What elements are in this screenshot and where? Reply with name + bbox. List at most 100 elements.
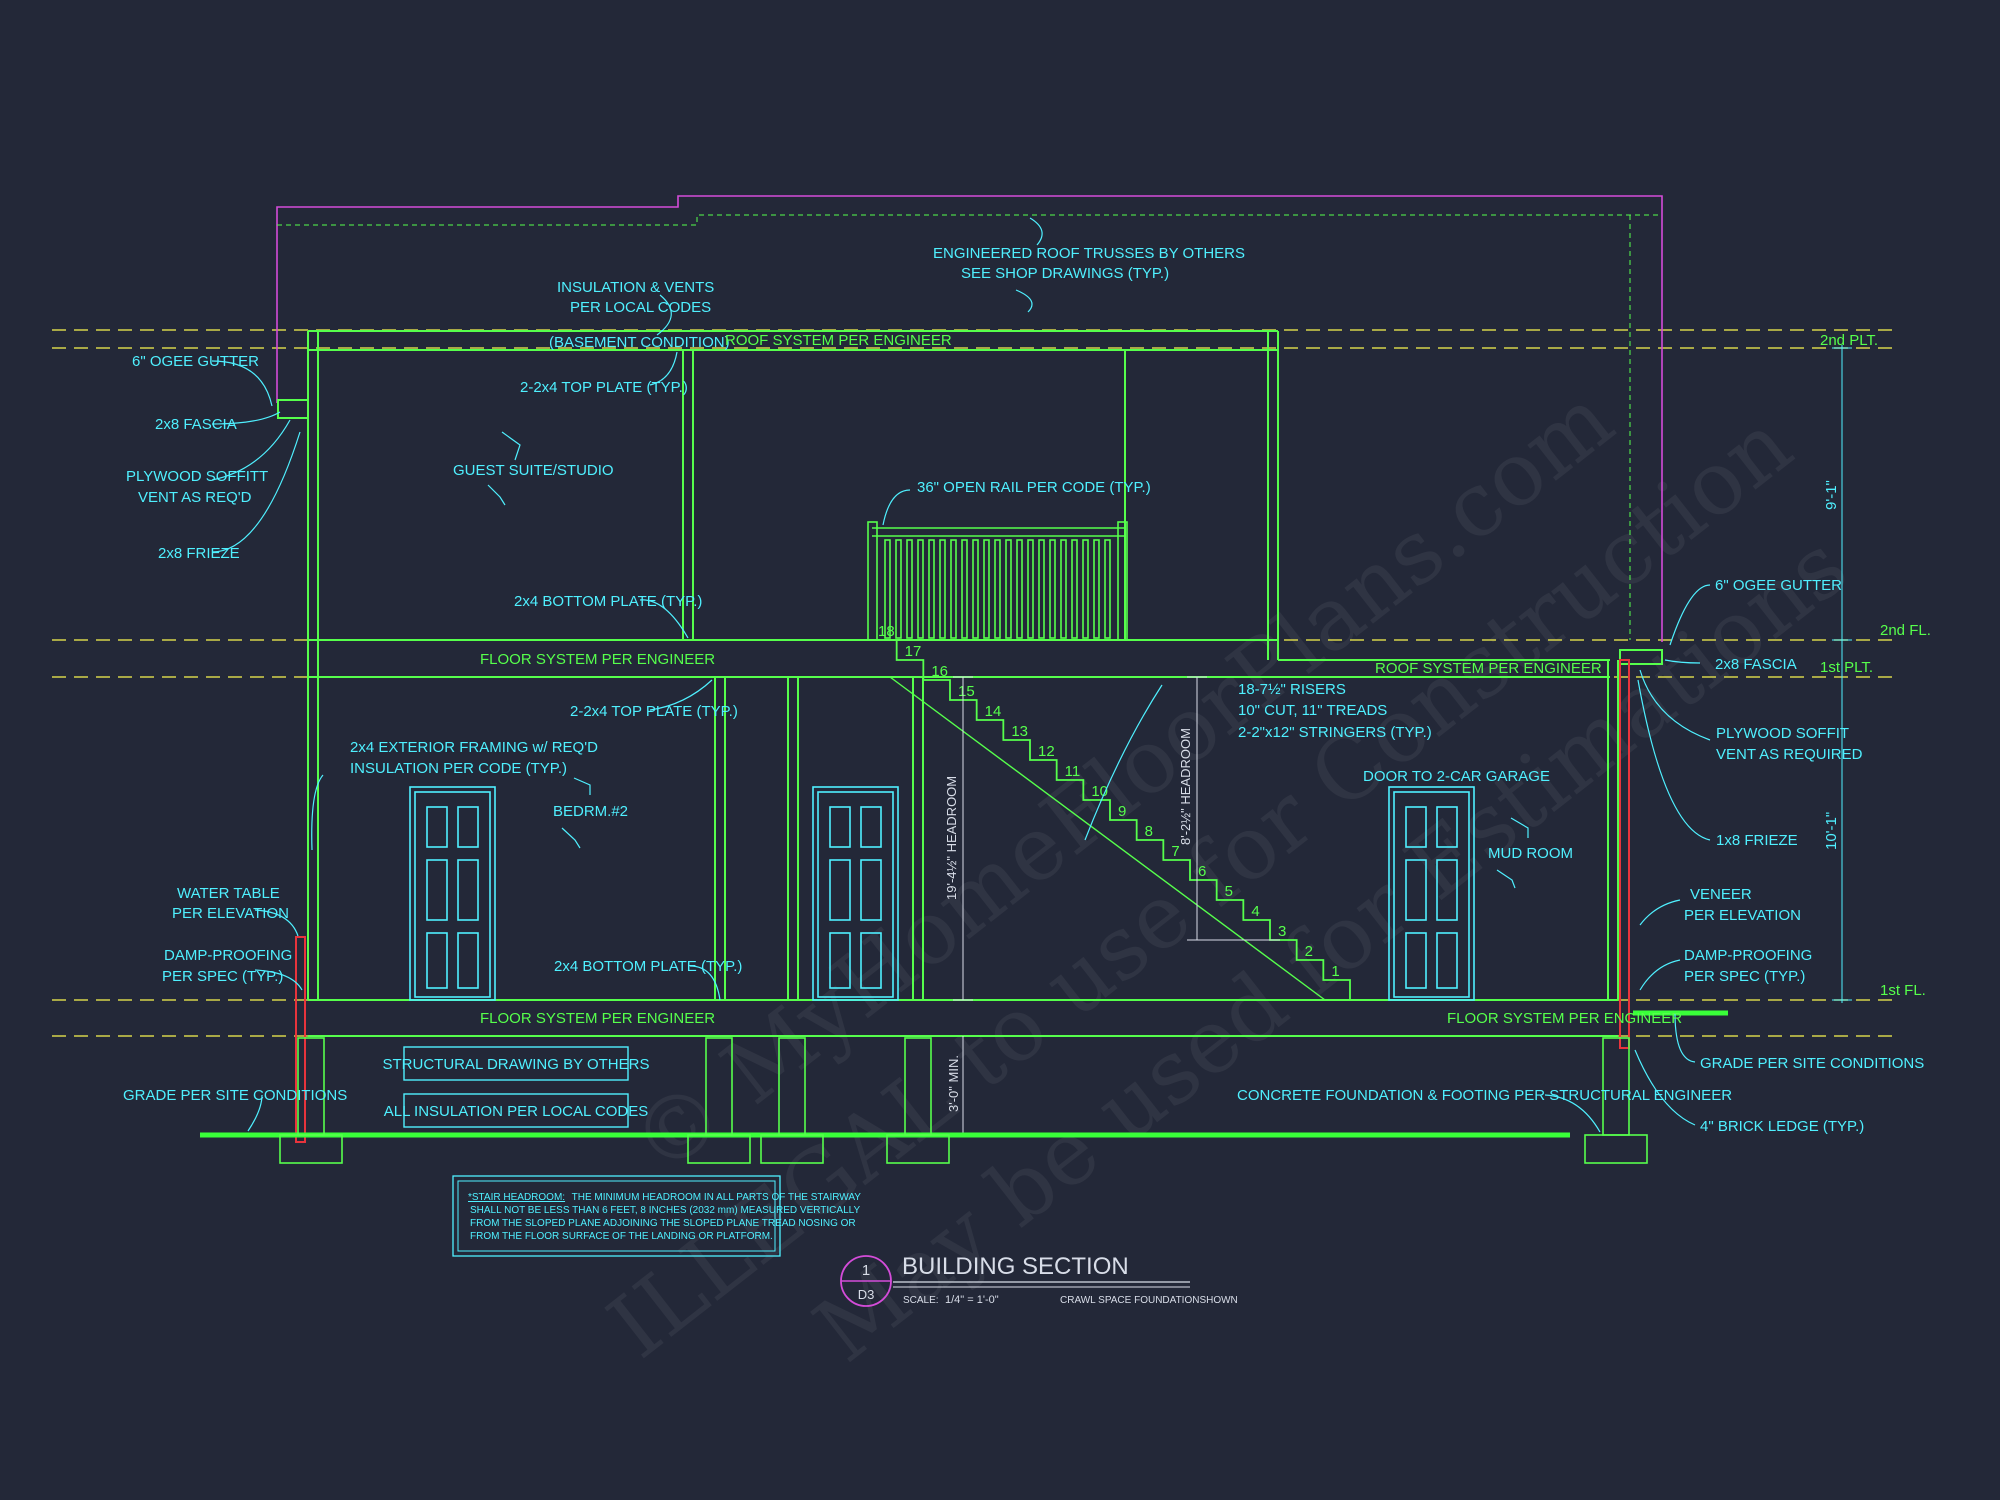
door-hall xyxy=(812,786,899,1001)
footing-3 xyxy=(760,1037,824,1164)
baluster xyxy=(1104,539,1111,639)
break-marks xyxy=(487,431,1529,889)
mud-room-label: MUD ROOM xyxy=(1488,845,1573,862)
left-soffit-note-2: VENT AS REQ'D xyxy=(138,489,252,506)
left-damp-note-1: DAMP-PROOFING xyxy=(164,947,292,964)
baluster xyxy=(972,539,979,639)
concrete-foundation-note: CONCRETE FOUNDATION & FOOTING PER STRUCT… xyxy=(1237,1087,1732,1104)
baluster xyxy=(994,539,1001,639)
headroom-dimensions xyxy=(953,676,1280,1135)
baluster xyxy=(1005,539,1012,639)
bottom-plate-upper-note: 2x4 BOTTOM PLATE (TYP.) xyxy=(514,593,702,610)
baluster xyxy=(1027,539,1034,639)
top-plate-lower-note: 2-2x4 TOP PLATE (TYP.) xyxy=(570,703,738,720)
baluster xyxy=(1016,539,1023,639)
roof-system-label: ROOF SYSTEM PER ENGINEER xyxy=(725,332,952,349)
brick-ledge-note: 4" BRICK LEDGE (TYP.) xyxy=(1700,1118,1864,1135)
insulation-note-1: INSULATION & VENTS xyxy=(557,279,714,296)
baluster xyxy=(1082,539,1089,639)
floor-system-2nd-label: FLOOR SYSTEM PER ENGINEER xyxy=(480,651,715,668)
title-block-number: 1 xyxy=(862,1262,870,1279)
crawl-min-dimension: 3'-0" MIN. xyxy=(946,1055,961,1112)
door-bedroom xyxy=(409,786,496,1001)
watermark-line-2: ILLEGAL to use for Construction xyxy=(590,392,1811,1377)
leader-lines xyxy=(211,217,1711,1133)
stair-step-number: 12 xyxy=(1038,743,1055,760)
baluster xyxy=(983,539,990,639)
brick-veneer xyxy=(295,659,1630,1143)
insulation-box-text: ALL INSULATION PER LOCAL CODES xyxy=(384,1103,649,1120)
stair-step-number: 1 xyxy=(1331,963,1339,980)
risers-note: 18-7½" RISERS xyxy=(1238,681,1346,698)
right-soffit-note-2: VENT AS REQUIRED xyxy=(1716,746,1863,763)
baluster xyxy=(1049,539,1056,639)
level-2nd-floor: 2nd FL. xyxy=(1880,622,1931,639)
garage-door-label: DOOR TO 2-CAR GARAGE xyxy=(1363,768,1550,785)
insulation-note-2: PER LOCAL CODES xyxy=(570,299,711,316)
right-grade-note: GRADE PER SITE CONDITIONS xyxy=(1700,1055,1924,1072)
footing-5 xyxy=(1584,1037,1648,1164)
roof-inner-dashed xyxy=(277,214,1662,640)
footing-1 xyxy=(279,1037,343,1164)
baluster xyxy=(950,539,957,639)
headroom-note-line4: FROM THE FLOOR SURFACE OF THE LANDING OR… xyxy=(470,1231,773,1242)
right-damp-note-1: DAMP-PROOFING xyxy=(1684,947,1812,964)
stair-step-number: 18 xyxy=(878,623,895,640)
headroom-note-line3: FROM THE SLOPED PLANE ADJOINING THE SLOP… xyxy=(470,1218,856,1229)
baluster xyxy=(1038,539,1045,639)
baluster xyxy=(895,539,902,639)
right-frieze-note: 1x8 FRIEZE xyxy=(1716,832,1798,849)
baluster xyxy=(961,539,968,639)
left-grade-note: GRADE PER SITE CONDITIONS xyxy=(123,1087,347,1104)
baluster xyxy=(884,539,891,639)
treads-note: 10" CUT, 11" TREADS xyxy=(1238,702,1387,719)
stair-step-number: 7 xyxy=(1171,843,1179,860)
headroom-note-line1: THE MINIMUM HEADROOM IN ALL PARTS OF THE… xyxy=(572,1192,862,1203)
guest-suite-label: GUEST SUITE/STUDIO xyxy=(453,462,614,479)
left-fascia-note: 2x8 FASCIA xyxy=(155,416,237,433)
headroom-note-line2: SHALL NOT BE LESS THAN 6 FEET, 8 INCHES … xyxy=(470,1205,860,1216)
left-gutter-note: 6" OGEE GUTTER xyxy=(132,353,259,370)
headroom-right-dimension: 8'-2½" HEADROOM xyxy=(1178,728,1193,845)
title-block-scale-value: 1/4" = 1'-0" xyxy=(945,1294,999,1306)
dim-upper-height: 9'-1" xyxy=(1823,480,1840,510)
roof-system-lower-label: ROOF SYSTEM PER ENGINEER xyxy=(1375,660,1602,677)
stair-step-number: 11 xyxy=(1065,763,1081,780)
headroom-note-title: *STAIR HEADROOM: xyxy=(468,1192,565,1203)
open-rail-note: 36" OPEN RAIL PER CODE (TYP.) xyxy=(917,479,1151,496)
dim-lower-height: 10'-1" xyxy=(1823,812,1840,850)
exterior-framing-note-1: 2x4 EXTERIOR FRAMING w/ REQ'D xyxy=(350,739,598,756)
water-table-note-1: WATER TABLE xyxy=(177,885,280,902)
stair-step-number: 14 xyxy=(985,703,1002,720)
railing xyxy=(867,521,1128,641)
structural-box: STRUCTURAL DRAWING BY OTHERS xyxy=(383,1046,650,1081)
bottom-plate-lower-note: 2x4 BOTTOM PLATE (TYP.) xyxy=(554,958,742,975)
roof-trusses-note-2: SEE SHOP DRAWINGS (TYP.) xyxy=(961,265,1169,282)
stair-step-number: 3 xyxy=(1278,923,1286,940)
right-fascia-note: 2x8 FASCIA xyxy=(1715,656,1797,673)
stair-step-number: 4 xyxy=(1251,903,1259,920)
footing-4 xyxy=(886,1037,950,1164)
roof-trusses-note-1: ENGINEERED ROOF TRUSSES BY OTHERS xyxy=(933,245,1245,262)
stair-step-number: 15 xyxy=(958,683,975,700)
insulation-box: ALL INSULATION PER LOCAL CODES xyxy=(384,1093,649,1128)
stair-step-number: 2 xyxy=(1305,943,1313,960)
structural-box-text: STRUCTURAL DRAWING BY OTHERS xyxy=(383,1056,650,1073)
title-block-sheet: D3 xyxy=(858,1287,875,1302)
right-gutter-note: 6" OGEE GUTTER xyxy=(1715,577,1842,594)
exterior-framing-note-2: INSULATION PER CODE (TYP.) xyxy=(350,760,567,777)
baluster xyxy=(928,539,935,639)
baluster xyxy=(1071,539,1078,639)
footing-2 xyxy=(687,1037,751,1164)
veneer-note-2: PER ELEVATION xyxy=(1684,907,1801,924)
left-soffit-note-1: PLYWOOD SOFFITT xyxy=(126,468,268,485)
stair-step-number: 6 xyxy=(1198,863,1206,880)
grade-lines xyxy=(200,1010,1728,1138)
svg-text:*STAIR HEADROOM: THE MIN: *STAIR HEADROOM: THE MINIMUM HEADROOM IN… xyxy=(468,1192,861,1203)
title-block-scale-label: SCALE: xyxy=(903,1295,939,1306)
stair-step-number: 17 xyxy=(905,643,922,660)
top-plate-upper-note: 2-2x4 TOP PLATE (TYP.) xyxy=(520,379,688,396)
stair-step-number: 5 xyxy=(1225,883,1233,900)
baluster xyxy=(939,539,946,639)
